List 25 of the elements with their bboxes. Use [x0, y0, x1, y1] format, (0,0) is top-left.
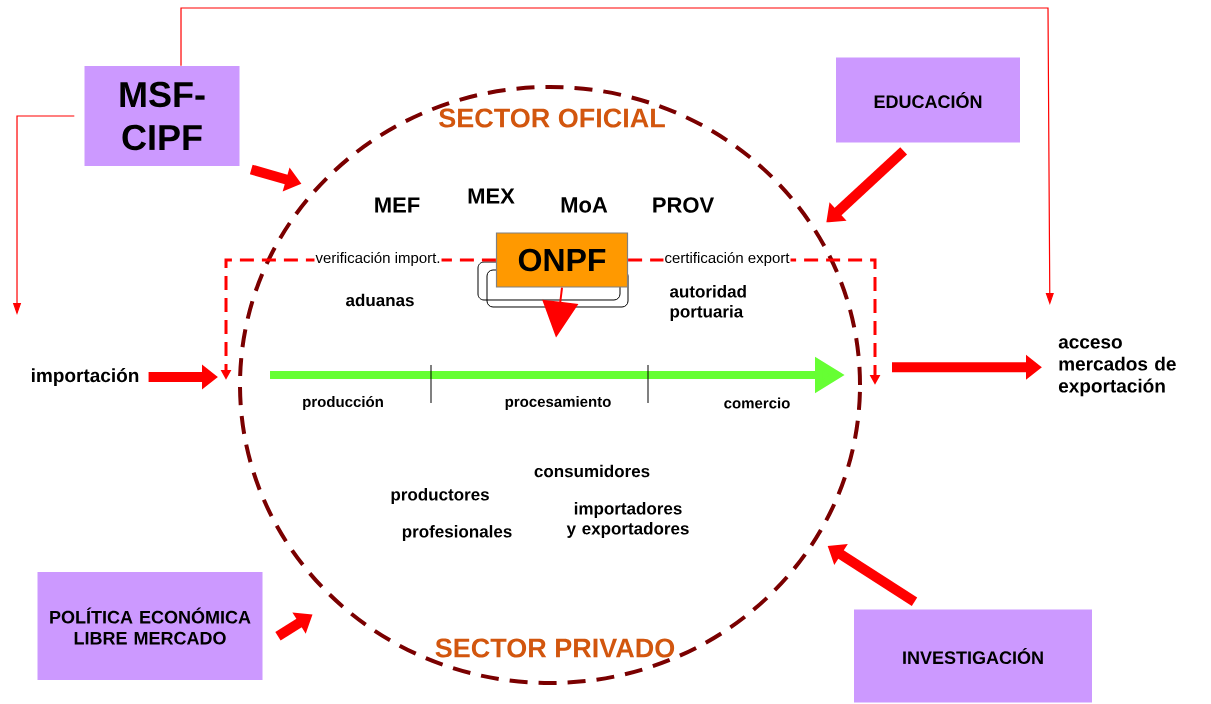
block-arrow — [826, 147, 908, 223]
label-text: importadores y exportadores — [566, 502, 689, 538]
edge-label: verificación import. — [314, 250, 442, 268]
process-box: EDUCACIÓN — [836, 57, 1020, 143]
label-text: MEF — [375, 197, 420, 213]
label-text: consumidores — [534, 464, 650, 478]
edge-label: certificación export — [663, 250, 791, 268]
process-box: POLÍTICA ECONÓMICA LIBRE MERCADO — [37, 572, 263, 680]
label-text: autoridad portuaria — [670, 285, 746, 321]
label-text: MoA — [561, 197, 608, 213]
label-text: procesamiento — [505, 396, 611, 410]
label-text: productores — [391, 488, 489, 504]
node-label: SECTOR PRIVADO — [435, 638, 675, 658]
label-text: PROV — [653, 197, 715, 213]
process-box: ONPF — [477, 232, 629, 308]
label-text: MEX — [468, 188, 515, 204]
label-text: aduanas — [346, 293, 414, 307]
label-text: producción — [303, 395, 383, 411]
process-box: MSF-CIPF — [84, 66, 240, 166]
label-text: acceso mercados de exportación — [1058, 338, 1176, 397]
label-text: importación — [32, 368, 139, 386]
label-text: profesionales — [402, 525, 512, 541]
process-box: INVESTIGACIÓN — [854, 609, 1092, 703]
node-label: SECTOR OFICIAL — [439, 108, 665, 128]
label-text: comercio — [724, 397, 790, 409]
